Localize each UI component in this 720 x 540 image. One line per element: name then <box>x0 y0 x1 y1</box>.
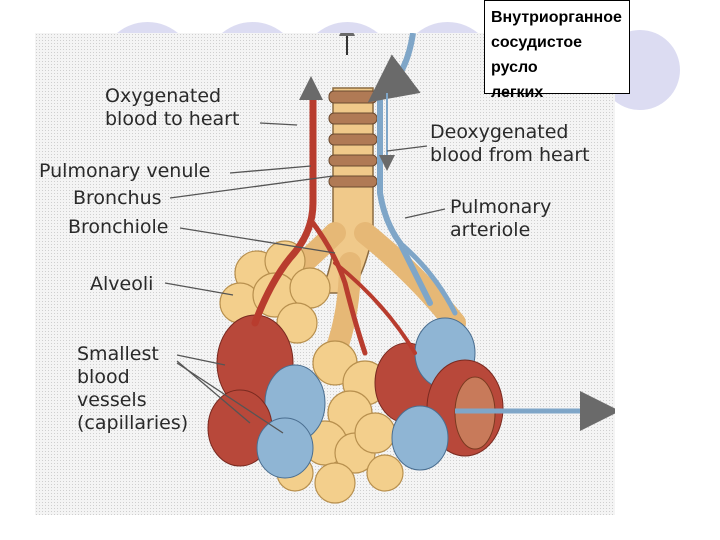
pulmonary-arteriole <box>377 90 458 316</box>
pulmonary-venule <box>251 89 417 356</box>
label-alveoli: Alveoli <box>90 273 154 295</box>
label-bronchus: Bronchus <box>73 187 162 209</box>
label-deoxygenated-blood: Deoxygenated blood from heart <box>430 121 590 166</box>
capillary-network-left <box>207 314 326 479</box>
lung-vessel-diagram: Oxygenated blood to heart Pulmonary venu… <box>35 33 615 515</box>
leader-lines <box>164 122 446 434</box>
label-pulmonary-venule: Pulmonary venule <box>39 160 211 182</box>
capillary-network-right <box>374 317 504 471</box>
label-pulmonary-arteriole: Pulmonary arteriole <box>450 196 552 241</box>
lung-illustration <box>164 33 615 504</box>
label-oxygenated-blood: Oxygenated blood to heart <box>105 85 240 130</box>
label-bronchiole: Bronchiole <box>68 216 169 238</box>
slide-title: Внутриорганное сосудистое русло легких <box>484 0 630 101</box>
flow-arrows <box>299 33 615 431</box>
label-capillaries: Smallest blood vessels (capillaries) <box>77 343 189 434</box>
